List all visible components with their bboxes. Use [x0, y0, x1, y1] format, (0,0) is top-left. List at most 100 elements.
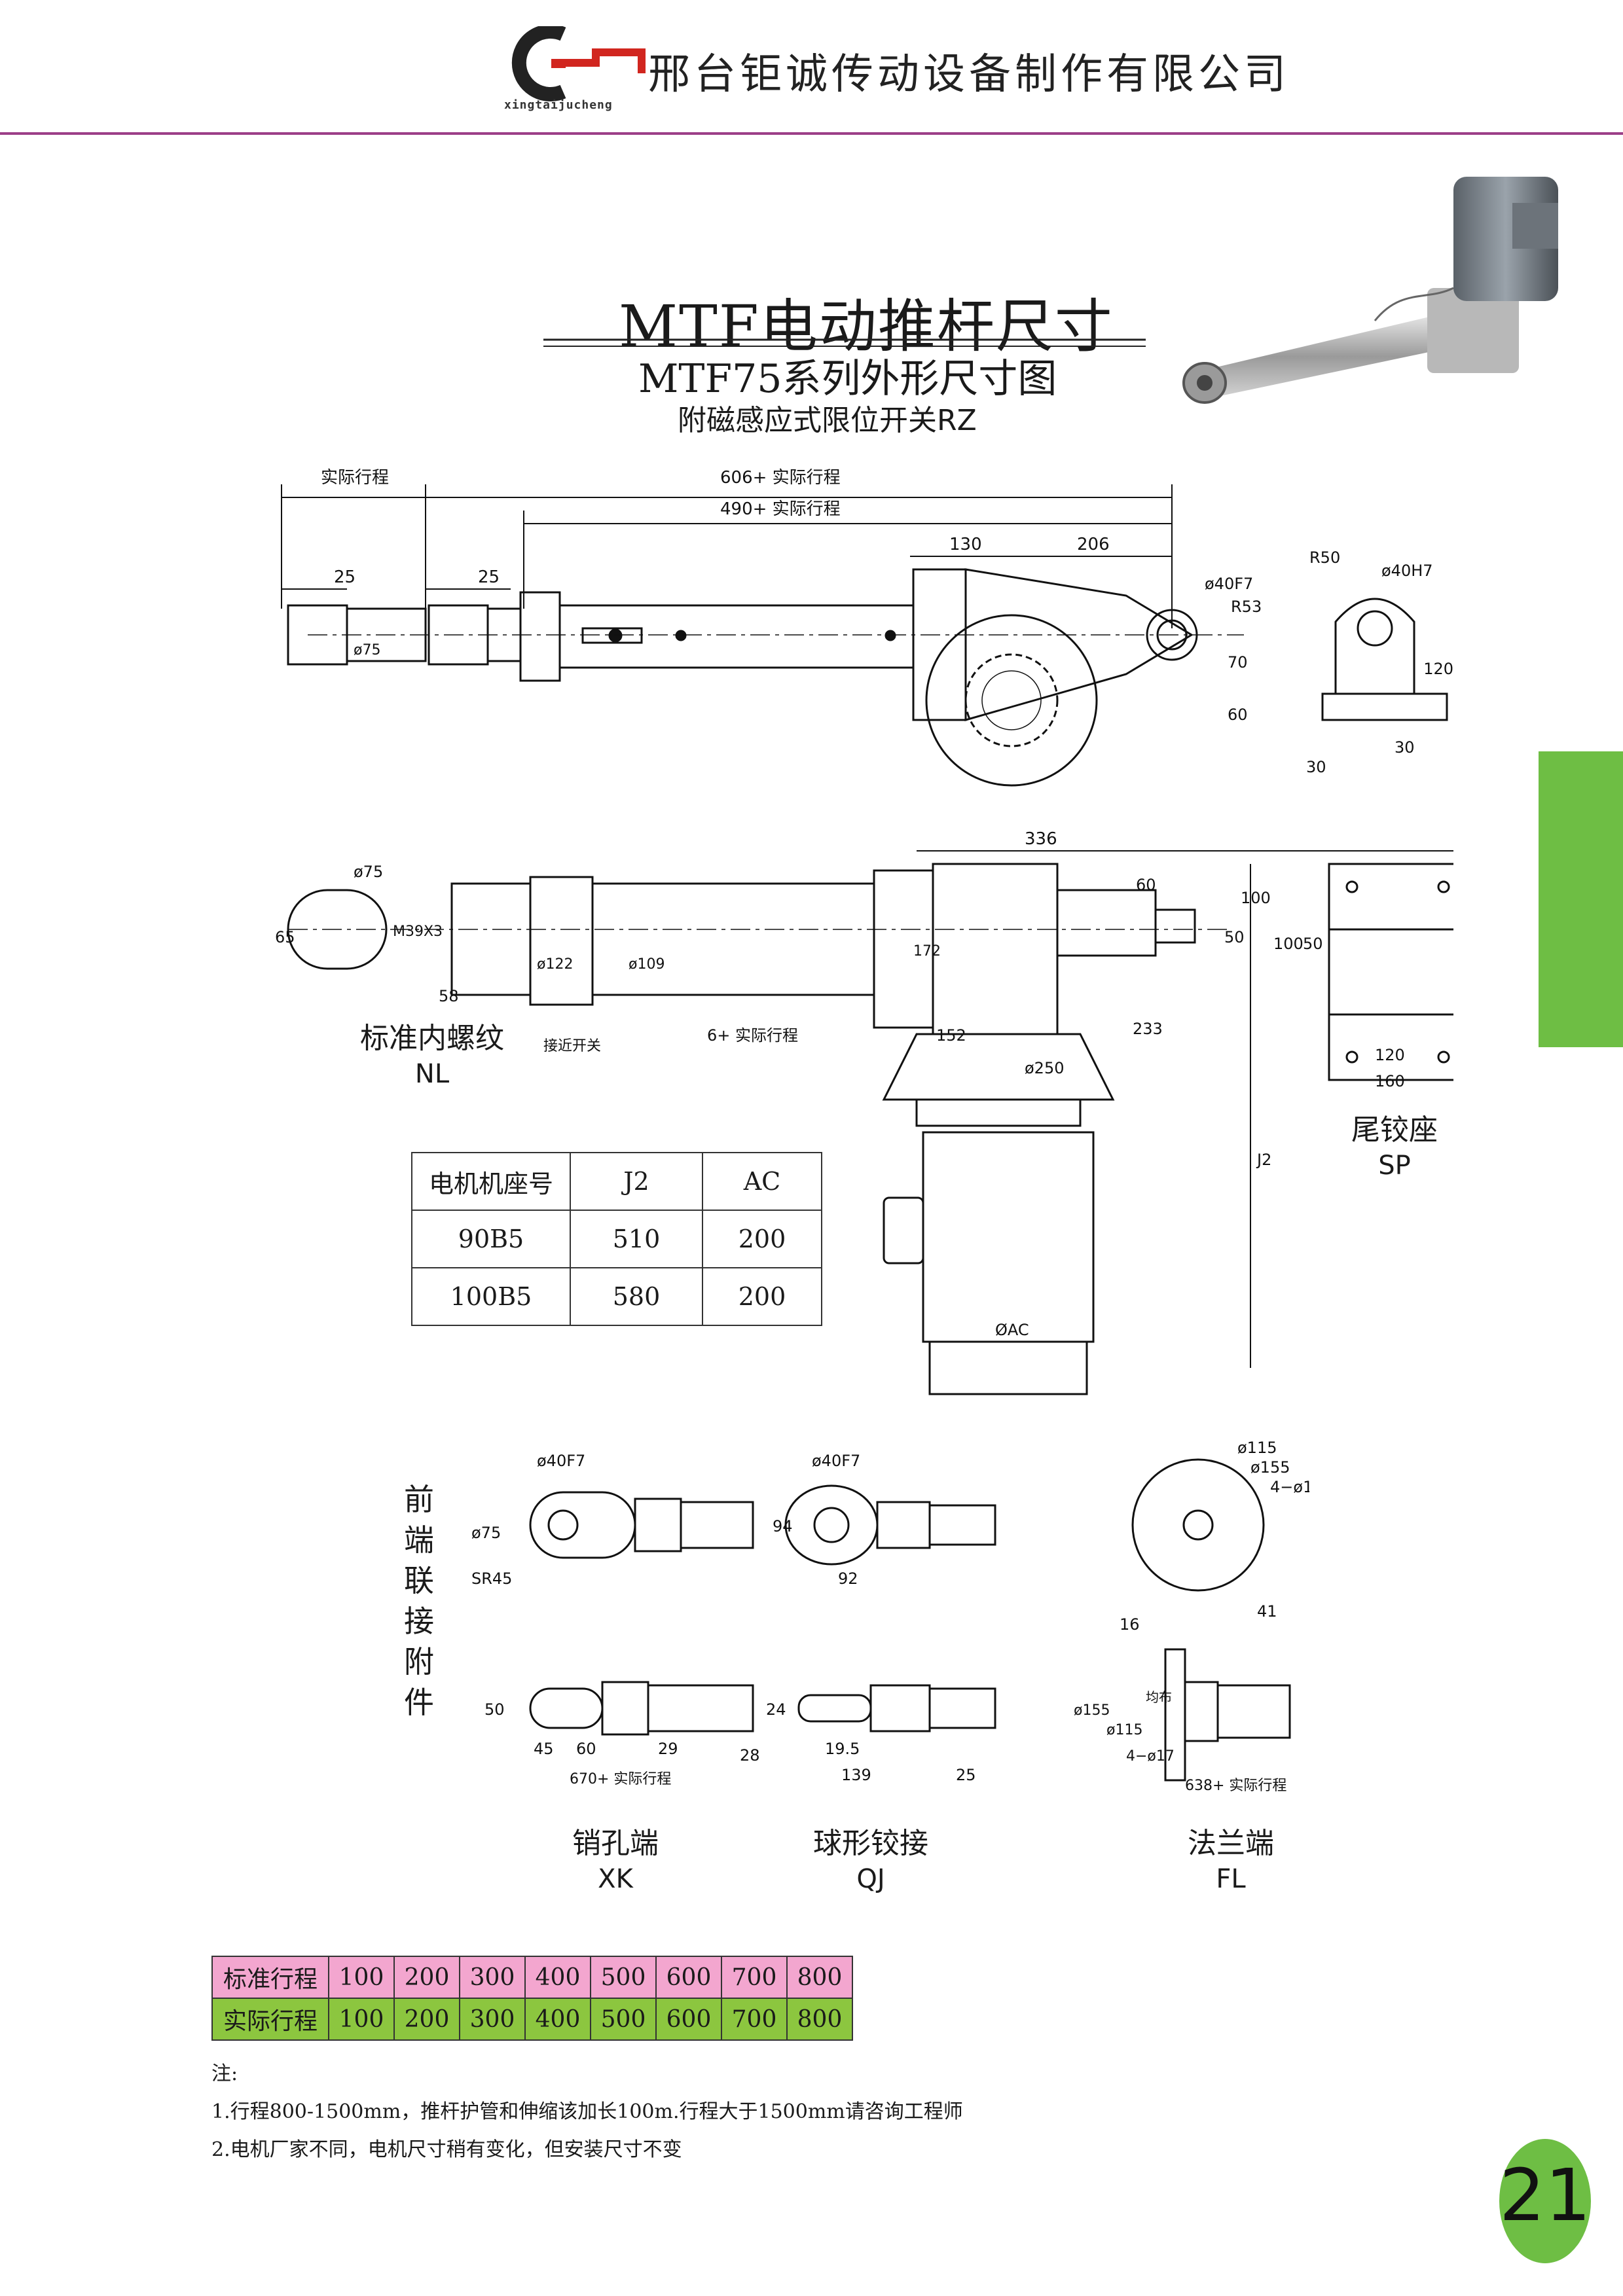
dim-label: 30 — [1395, 738, 1415, 757]
dim-label: 172 — [913, 943, 941, 960]
dim-label: 92 — [838, 1570, 858, 1588]
stroke-cell: 300 — [459, 1998, 526, 2041]
motor-cell: 580 — [570, 1267, 703, 1326]
label-fl: 法兰端 FL — [1188, 1827, 1274, 1894]
dim-label: 233 — [1133, 1020, 1163, 1038]
motor-cell: 200 — [702, 1267, 822, 1326]
dim-label: 58 — [439, 987, 459, 1005]
front-attachment-label: 前端联接附件 — [404, 1482, 434, 1720]
dim-label: 606+ 实际行程 — [720, 468, 841, 488]
dim-label: ø155 — [1074, 1702, 1110, 1719]
stroke-cell: 100 — [328, 1956, 395, 1999]
dim-label: 65 — [275, 928, 295, 946]
attachments-drawing — [529, 1458, 1291, 1782]
dim-label: ø115 — [1106, 1722, 1142, 1738]
motor-header: AC — [702, 1152, 822, 1211]
motor-header: 电机机座号 — [411, 1152, 571, 1211]
label-xk: 销孔端 XK — [572, 1827, 659, 1894]
motor-cell: 100B5 — [411, 1267, 571, 1326]
dim-label: 120 — [1423, 660, 1453, 678]
dim-label: SR45 — [471, 1570, 512, 1588]
label-qj: 球形铰接 QJ — [813, 1827, 928, 1894]
dim-label: J2 — [1256, 1151, 1271, 1169]
header-divider — [0, 132, 1623, 135]
dim-label: M39X3 — [393, 924, 443, 940]
dim-label: ø40H7 — [1381, 562, 1433, 580]
top-view-drawing — [281, 484, 1453, 1395]
note-item: 2.电机厂家不同，电机尺寸稍有变化，但安装尺寸不变 — [211, 2138, 682, 2161]
dim-label: 50 — [1303, 935, 1323, 953]
dim-label: 130 — [949, 535, 982, 554]
dim-label: 206 — [1077, 535, 1110, 554]
stroke-cell: 700 — [721, 1956, 788, 1999]
dim-label: ø40F7 — [812, 1452, 860, 1470]
dim-label: 120 — [1375, 1046, 1405, 1064]
dim-label: ø75 — [354, 863, 383, 881]
stroke-cell: 500 — [590, 1956, 657, 1999]
dim-label: 4−ø17 — [1270, 1478, 1309, 1496]
dim-label: 接近开关 — [543, 1038, 601, 1054]
stroke-cell: 200 — [393, 1956, 460, 1999]
notes-title: 注: — [211, 2062, 238, 2085]
dim-label: R50 — [1309, 548, 1340, 567]
dim-label: 50 — [484, 1700, 505, 1719]
dim-label: 60 — [1136, 876, 1156, 894]
dim-label: 60 — [576, 1740, 596, 1758]
stroke-cell: 800 — [786, 1956, 853, 1999]
stroke-cell: 700 — [721, 1998, 788, 2041]
dim-label: ø109 — [629, 956, 665, 973]
dim-label: ØAC — [995, 1321, 1029, 1339]
dim-label: 19.5 — [825, 1740, 860, 1758]
dim-label: ø122 — [537, 956, 573, 973]
company-logo — [511, 26, 646, 101]
stroke-cell: 400 — [524, 1998, 591, 2041]
motor-table: 电机机座号 J2 AC 90B5 510 200 100B5 580 200 — [411, 1152, 822, 1326]
dim-label: ø40F7 — [537, 1452, 585, 1470]
dim-label: 25 — [334, 567, 356, 587]
dim-label: 30 — [1306, 758, 1326, 776]
dim-label: 45 — [534, 1740, 554, 1758]
dim-label: 均布 — [1146, 1689, 1172, 1705]
dim-label: 25 — [478, 567, 500, 587]
attachment-dims: ø40F7 ø75 SR45 ø40F7 94 92 ø115 ø155 4−ø… — [471, 1439, 1309, 1793]
dim-label: 41 — [1257, 1602, 1277, 1621]
actual-stroke-row: 实际行程 100 200 300 400 500 600 700 800 — [211, 1998, 853, 2041]
stroke-row-label: 标准行程 — [211, 1956, 329, 1999]
dim-label: 60 — [1228, 706, 1248, 724]
section-tab — [1539, 751, 1623, 1047]
dim-label: 94 — [773, 1517, 793, 1535]
dim-label: 490+ 实际行程 — [720, 499, 841, 519]
motor-cell: 200 — [702, 1210, 822, 1268]
product-photo — [1182, 177, 1558, 404]
stroke-cell: 100 — [328, 1998, 395, 2041]
dim-label: 70 — [1228, 653, 1248, 672]
dim-label: 6+ 实际行程 — [707, 1026, 798, 1045]
stroke-cell: 500 — [590, 1998, 657, 2041]
dim-label: 29 — [658, 1740, 678, 1758]
dim-label: R53 — [1231, 598, 1262, 616]
dim-label: 24 — [766, 1700, 786, 1719]
dim-label: 638+ 实际行程 — [1185, 1778, 1286, 1793]
motor-cell: 90B5 — [411, 1210, 571, 1268]
dim-label: ø155 — [1250, 1458, 1290, 1477]
dimension-labels: 实际行程 606+ 实际行程 490+ 实际行程 25 25 130 206 ø… — [275, 468, 1453, 1339]
stroke-cell: 600 — [655, 1956, 722, 1999]
dim-label: 50 — [1224, 928, 1245, 946]
dim-label: ø75 — [354, 642, 380, 658]
motor-cell: 510 — [570, 1210, 703, 1268]
stroke-cell: 200 — [393, 1998, 460, 2041]
dim-label: 139 — [841, 1766, 871, 1784]
dim-label: ø250 — [1025, 1059, 1065, 1077]
dim-label: 100 — [1241, 889, 1271, 907]
stroke-cell: 300 — [459, 1956, 526, 1999]
dim-label: 336 — [1025, 829, 1057, 849]
stroke-table: 标准行程 100 200 300 400 500 600 700 800 实际行… — [211, 1956, 853, 2041]
dim-label: 16 — [1120, 1615, 1140, 1634]
motor-header: J2 — [570, 1152, 703, 1211]
company-name: 邢台钜诚传动设备制作有限公司 — [648, 50, 1290, 99]
title-underline — [543, 338, 1146, 347]
dim-label: ø75 — [471, 1524, 501, 1542]
label-nl: 标准内螺纹 NL — [360, 1022, 504, 1089]
dim-label: 28 — [740, 1746, 760, 1765]
dim-label: 100 — [1273, 935, 1304, 953]
